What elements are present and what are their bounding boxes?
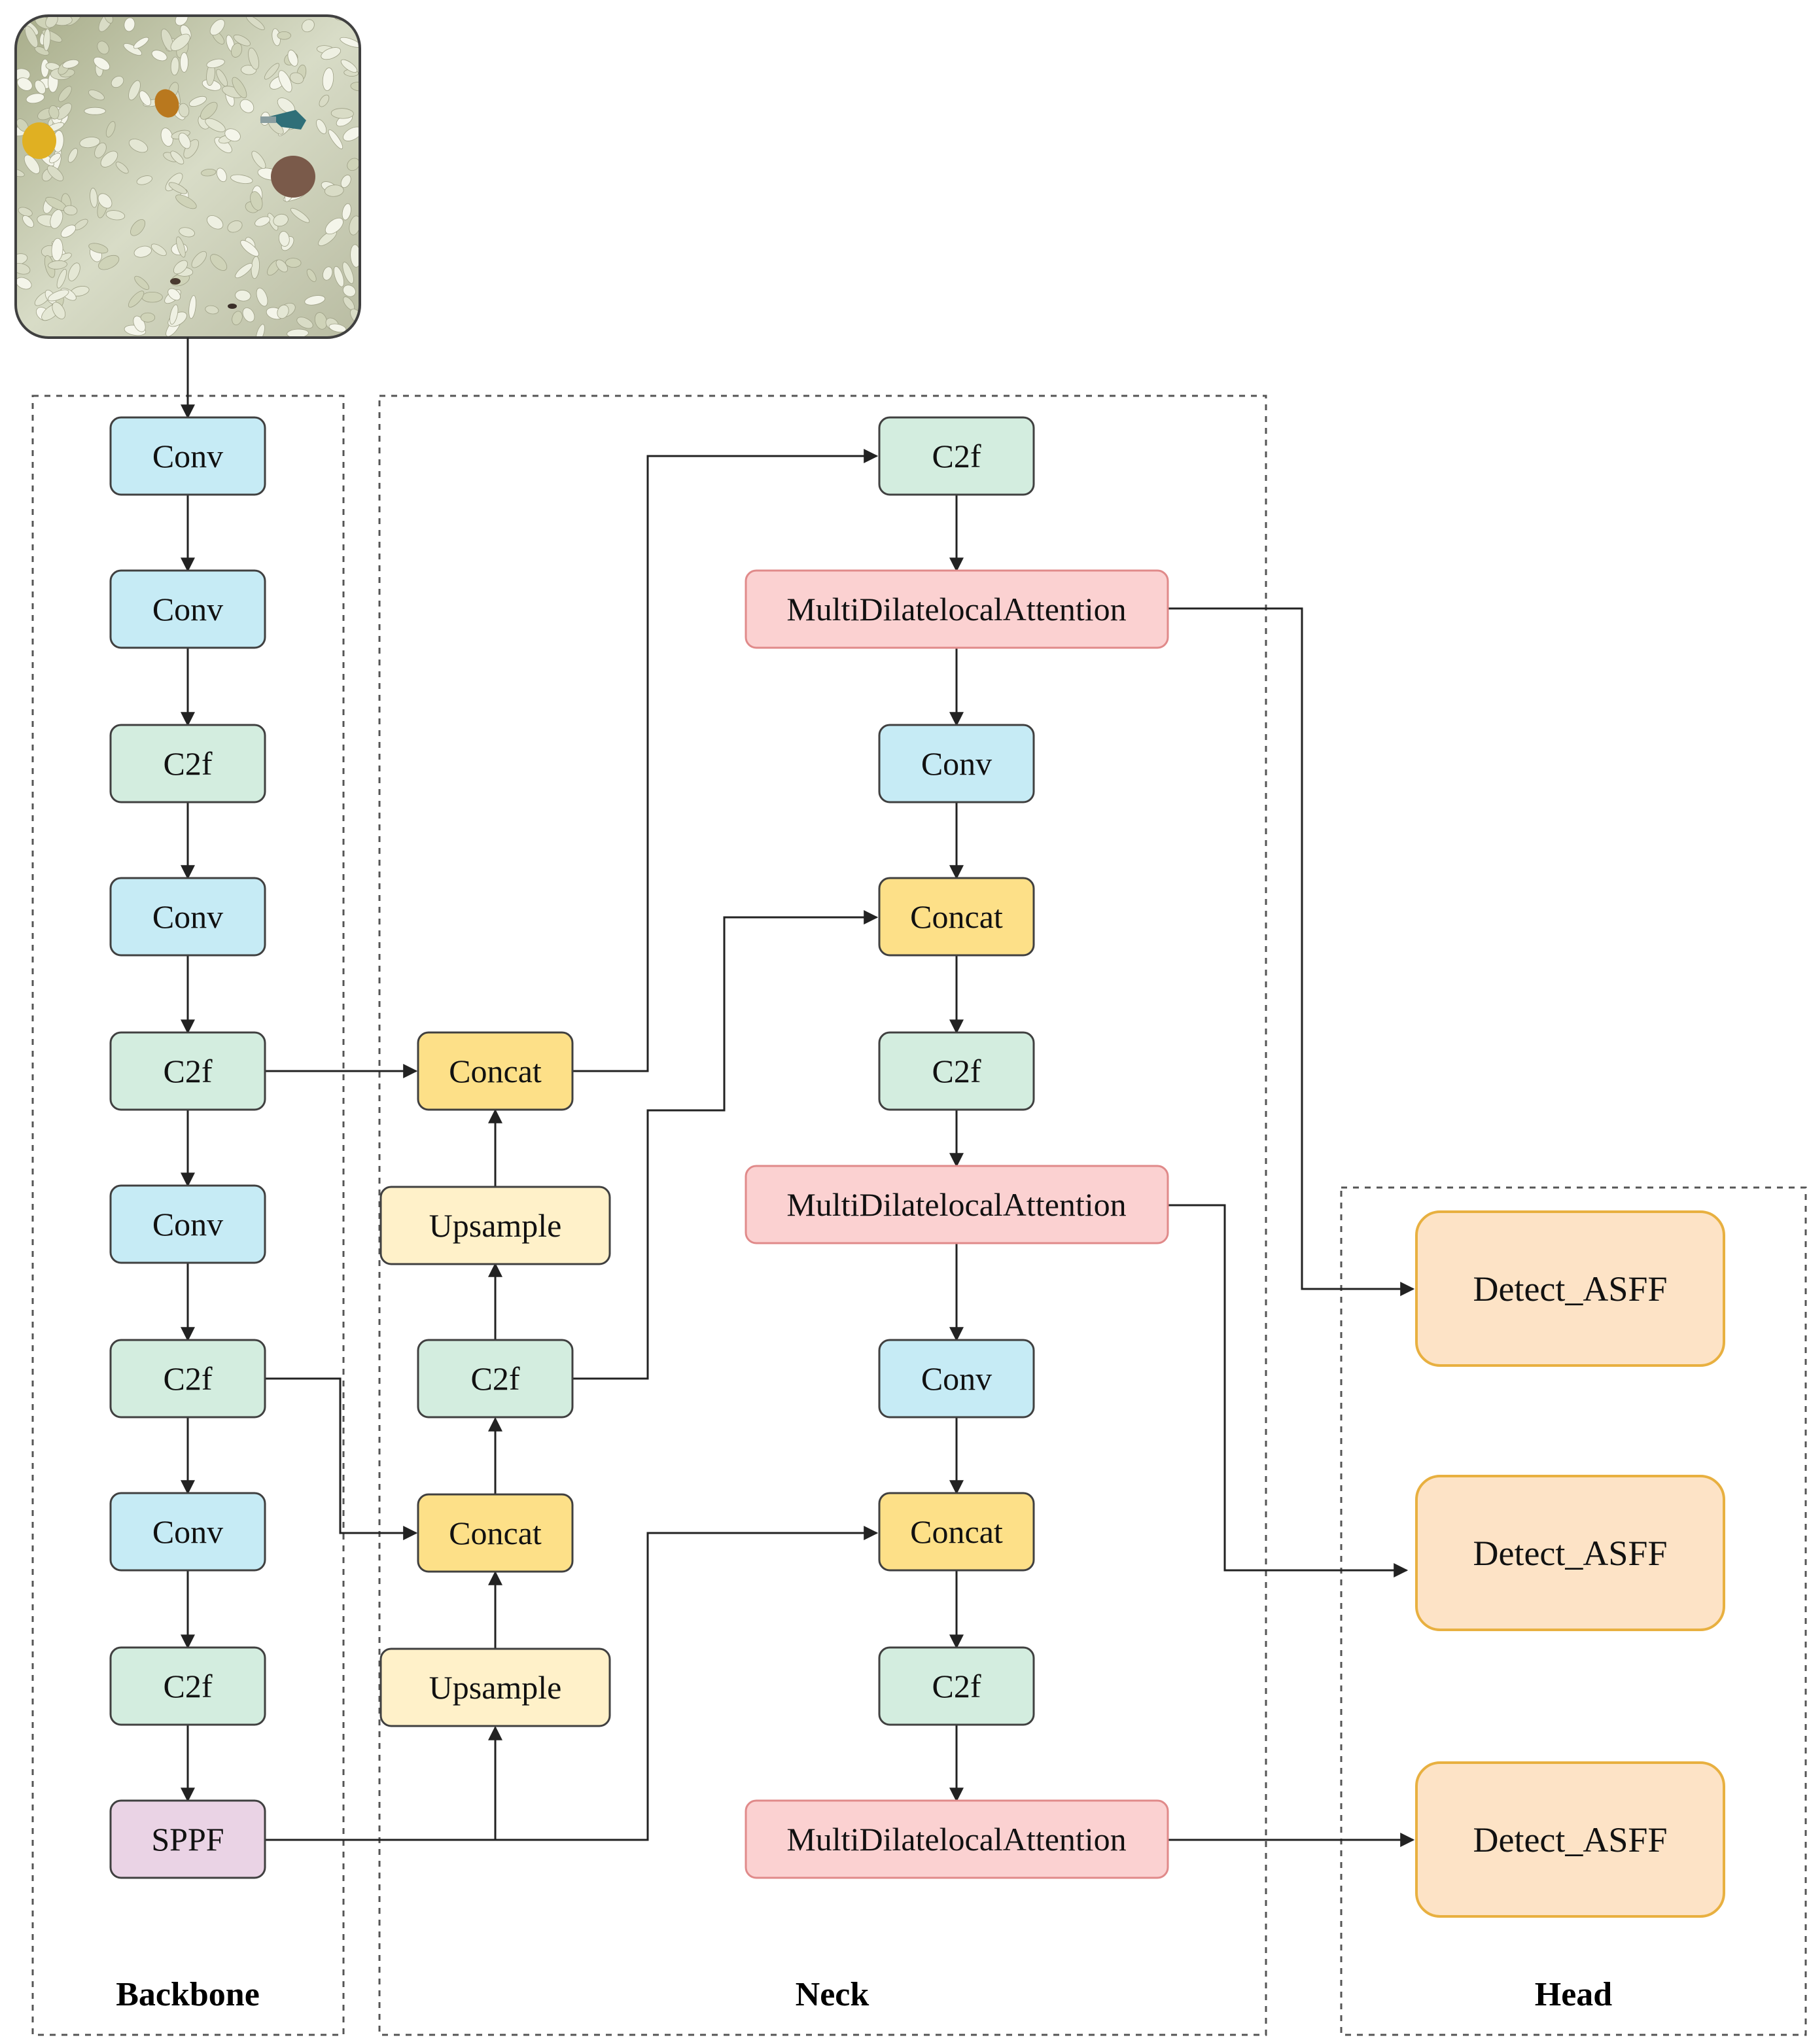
- neck-concat-1: Concat: [417, 1031, 574, 1111]
- neck-right-conv-2-label: Conv: [921, 1360, 992, 1397]
- backbone-sppf-label: SPPF: [151, 1821, 224, 1858]
- edge-neck-c2f-to-right-concat: [572, 910, 879, 1380]
- neck-right-c2f-1-label: C2f: [932, 438, 981, 474]
- backbone-c2f-1-label: C2f: [164, 745, 213, 782]
- backbone-c2f-2-label: C2f: [164, 1053, 213, 1089]
- backbone-c2f-1: C2f: [109, 724, 266, 803]
- neck-upsample-2-label: Upsample: [429, 1669, 562, 1706]
- neck-attention-3-label: MultiDilatelocalAttention: [786, 1821, 1126, 1858]
- neck-label: Neck: [796, 1976, 869, 2013]
- head-detect-2-label: Detect_ASFF: [1473, 1534, 1668, 1573]
- neck-right-c2f-3-label: C2f: [932, 1668, 981, 1704]
- edge-sppf-to-right-concat: [495, 1526, 879, 1841]
- neck-right-c2f-3: C2f: [878, 1646, 1035, 1726]
- neck-upsample-1-label: Upsample: [429, 1207, 562, 1244]
- edge-concat1-to-right-c2f: [572, 449, 879, 1072]
- head-detect-3-label: Detect_ASFF: [1473, 1820, 1668, 1859]
- head-label: Head: [1535, 1976, 1613, 2013]
- backbone-c2f-3-label: C2f: [164, 1360, 213, 1397]
- neck-concat-2: Concat: [417, 1493, 574, 1573]
- backbone-c2f-3: C2f: [109, 1339, 266, 1418]
- backbone-conv-2: Conv: [109, 569, 266, 649]
- neck-section: [378, 395, 1267, 2036]
- head-detect-1-label: Detect_ASFF: [1473, 1269, 1668, 1309]
- neck-right-conv-1-label: Conv: [921, 745, 992, 782]
- neck-right-c2f-2: C2f: [878, 1031, 1035, 1111]
- neck-right-concat-1-label: Concat: [910, 898, 1003, 935]
- neck-right-conv-2: Conv: [878, 1339, 1035, 1418]
- backbone-c2f-2: C2f: [109, 1031, 266, 1111]
- neck-concat-2-label: Concat: [449, 1515, 542, 1551]
- backbone-conv-3: Conv: [109, 877, 266, 957]
- head-section: [1340, 1186, 1807, 2036]
- backbone-conv-5-label: Conv: [152, 1513, 223, 1550]
- neck-right-concat-1: Concat: [878, 877, 1035, 957]
- backbone-conv-1: Conv: [109, 416, 266, 496]
- neck-right-c2f-2-label: C2f: [932, 1053, 981, 1089]
- neck-attention-1: MultiDilatelocalAttention: [745, 569, 1169, 649]
- backbone-sppf: SPPF: [109, 1799, 266, 1879]
- neck-c2f-1: C2f: [417, 1339, 574, 1418]
- neck-right-c2f-1: C2f: [878, 416, 1035, 496]
- neck-attention-1-label: MultiDilatelocalAttention: [786, 591, 1126, 627]
- head-detect-1: Detect_ASFF: [1415, 1210, 1725, 1367]
- neck-upsample-2: Upsample: [379, 1648, 611, 1727]
- backbone-conv-2-label: Conv: [152, 591, 223, 627]
- head-detect-3: Detect_ASFF: [1415, 1761, 1725, 1918]
- edge-att1-to-detect1: [1168, 607, 1415, 1296]
- backbone-conv-3-label: Conv: [152, 898, 223, 935]
- edge-att2-to-detect2: [1168, 1204, 1409, 1577]
- backbone-conv-4: Conv: [109, 1184, 266, 1264]
- edge-c2f-to-concat2: [265, 1377, 418, 1540]
- nodes: Conv Conv C2f Conv C2f Conv C2f Conv: [109, 416, 1725, 1918]
- neck-right-conv-1: Conv: [878, 724, 1035, 803]
- backbone-conv-4-label: Conv: [152, 1206, 223, 1242]
- neck-attention-3: MultiDilatelocalAttention: [745, 1799, 1169, 1879]
- backbone-conv-1-label: Conv: [152, 438, 223, 474]
- neck-concat-1-label: Concat: [449, 1053, 542, 1089]
- input-image: [14, 14, 361, 339]
- backbone-c2f-4-label: C2f: [164, 1668, 213, 1704]
- rice-grains: [16, 16, 360, 338]
- neck-right-concat-2-label: Concat: [910, 1513, 1003, 1550]
- backbone-conv-5: Conv: [109, 1492, 266, 1572]
- neck-right-concat-2: Concat: [878, 1492, 1035, 1572]
- neck-upsample-1: Upsample: [379, 1186, 611, 1265]
- head-detect-2: Detect_ASFF: [1415, 1475, 1725, 1631]
- connections: [181, 338, 1415, 1847]
- backbone-c2f-4: C2f: [109, 1646, 266, 1726]
- neck-attention-2-label: MultiDilatelocalAttention: [786, 1186, 1126, 1223]
- neck-c2f-1-label: C2f: [471, 1360, 520, 1397]
- backbone-label: Backbone: [116, 1976, 260, 2013]
- neck-attention-2: MultiDilatelocalAttention: [745, 1165, 1169, 1244]
